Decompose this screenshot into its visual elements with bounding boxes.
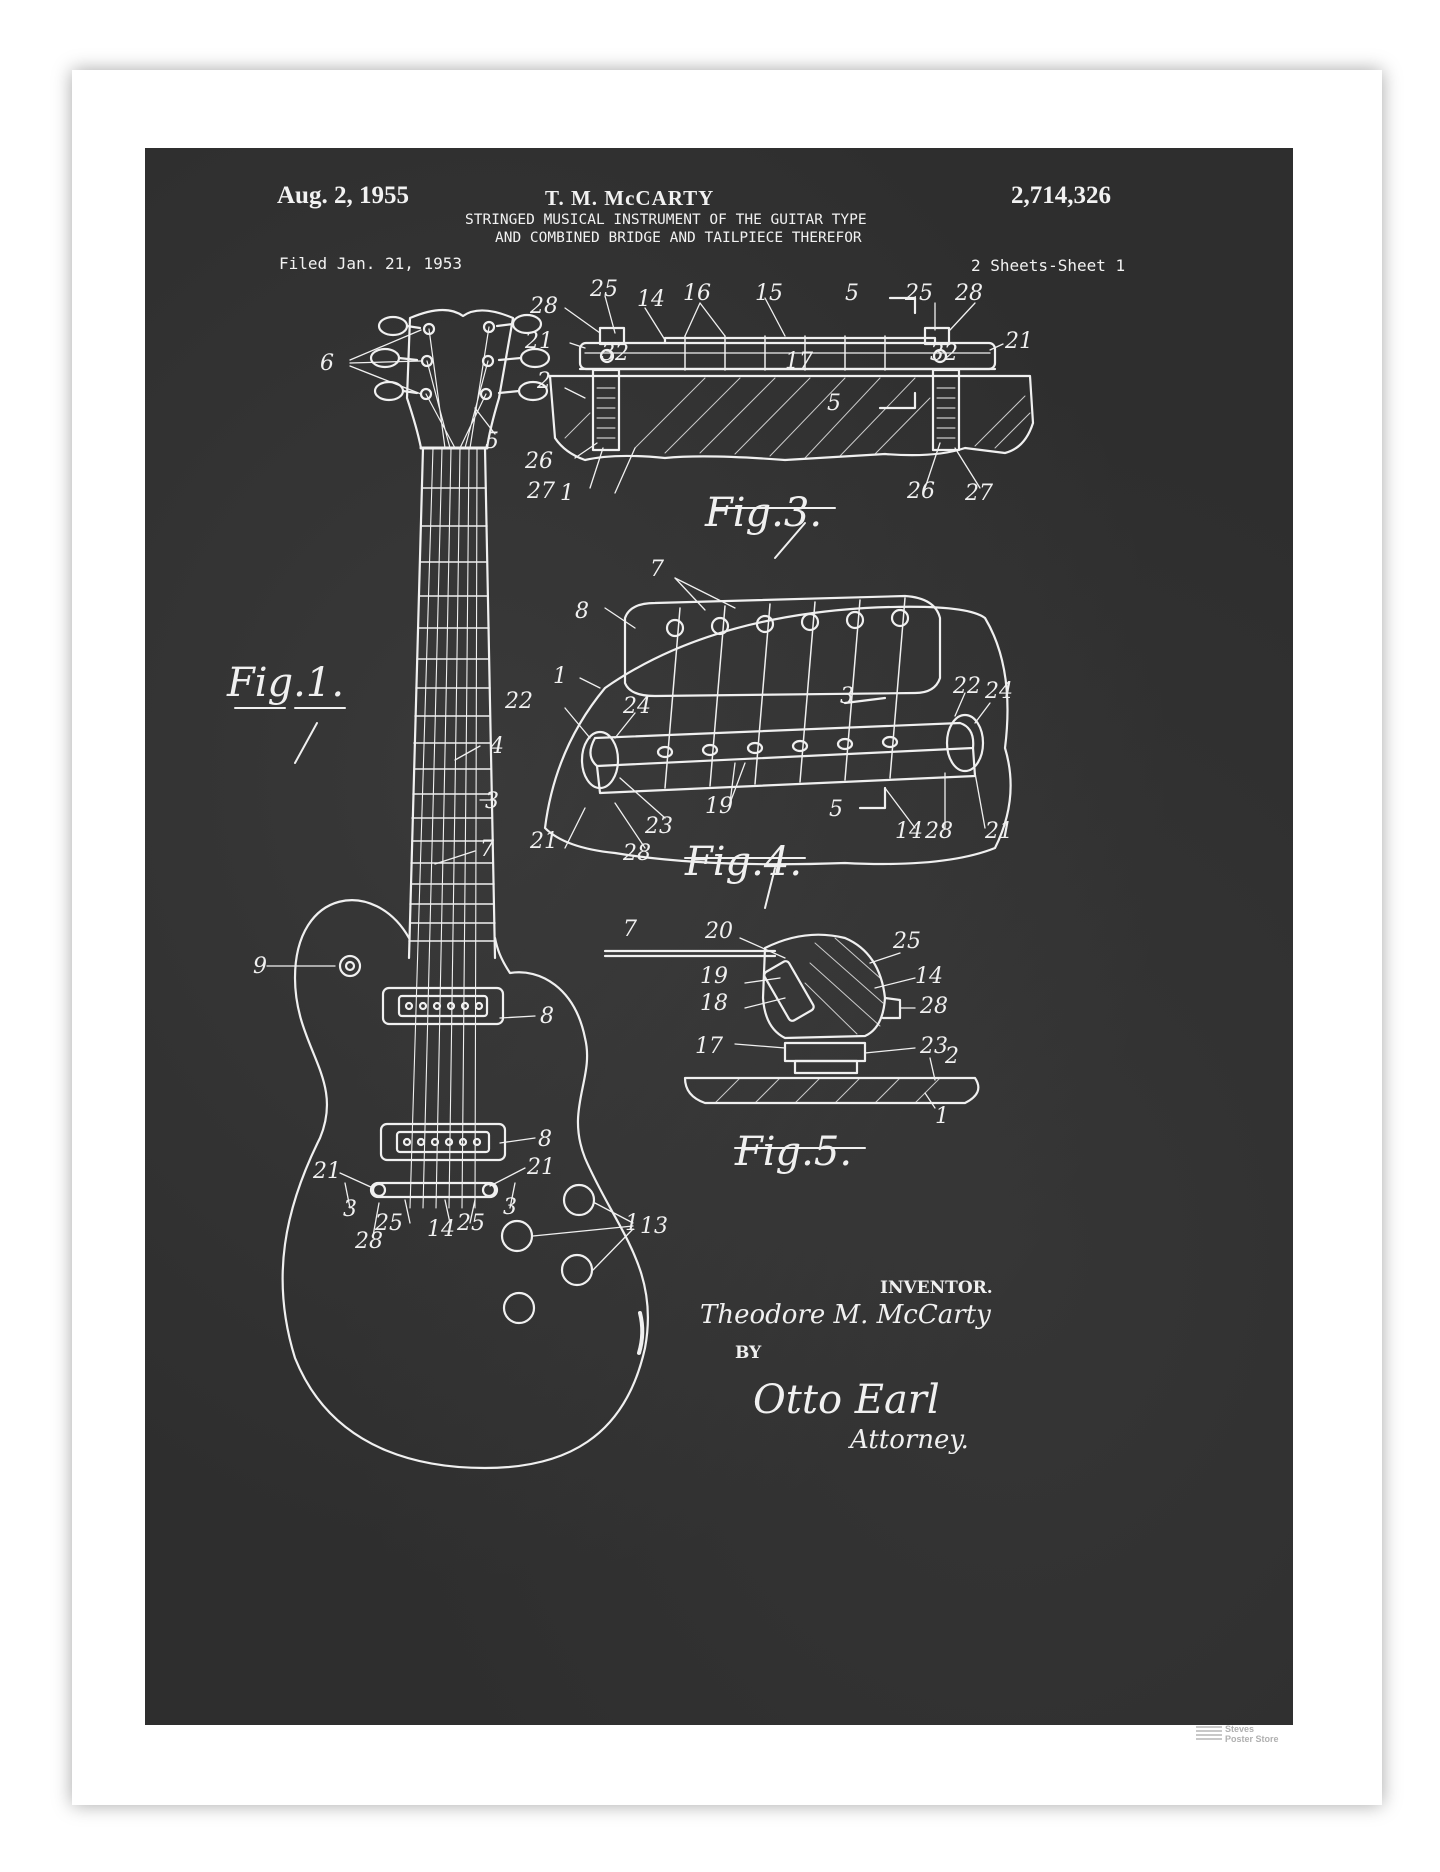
fig3-label: Fig.3. [704,490,822,536]
by-label: BY [735,1343,762,1363]
fig1-ref-numeral: 3 [343,1197,357,1222]
fig3-ref-numeral: 16 [683,281,711,306]
fig1-ref-numeral: 9 [253,954,267,979]
attorney-label: Attorney. [848,1425,969,1455]
fig1-ref-numeral: 3 [485,789,499,814]
fig3-ref-numeral: 1 [560,481,574,506]
attorney-signature: Otto Earl [753,1377,940,1423]
fig4-ref-numeral: 5 [829,797,843,822]
fig3-ref-numeral: 2 [536,369,551,394]
fig3-ref-numeral: 5 [827,391,841,416]
fig1-ref-numeral: 4 [489,734,504,759]
fig4-ref-numeral: 1 [553,664,567,689]
fig5-ref-numeral: 1 [935,1104,949,1129]
fig3-ref-numeral: 27 [526,479,555,504]
fig1-ref-numeral: 1 [625,1211,639,1236]
fig5-ref-numeral: 19 [700,964,728,989]
sheet-count: 2 Sheets-Sheet 1 [971,256,1126,275]
fig3-ref-numeral: 28 [954,281,983,306]
fig4-label: Fig.4. [684,839,802,885]
fig1-ref-numeral: 7 [480,837,494,862]
fig3-ref-numeral: 21 [1004,329,1033,354]
fig4-ref-numeral: 8 [575,599,589,624]
fig4-ref-numeral: 21 [984,819,1013,844]
filed-date: Filed Jan. 21, 1953 [279,254,463,273]
fig5-ref-numeral: 14 [915,964,943,989]
fig1-ref-numeral: 8 [540,1004,554,1029]
fig3-ref-numeral: 26 [906,479,935,504]
inventor-header: T. M. McCARTY [545,186,715,210]
inventor-signature: Theodore M. McCarty [700,1300,991,1330]
guitar-drawing [266,308,650,1470]
fig3-bridge-section [548,295,1035,494]
fig5-ref-numeral: 23 [919,1034,948,1059]
fig1-ref-numeral: 14 [427,1217,455,1242]
fig1-ref-numeral: 25 [456,1211,485,1236]
fig1-ref-numeral: 21 [526,1155,555,1180]
fig4-ref-numeral: 23 [644,814,673,839]
fig3-ref-numeral: 28 [529,294,558,319]
fig4-ref-numeral: 28 [924,819,953,844]
fig3-ref-numeral: 25 [904,281,933,306]
fig5-reference-numerals: 7 20 25 19 14 18 28 17 232 1 [623,917,959,1129]
fig3-ref-numeral: 17 [785,349,813,374]
fig4-ref-numeral: 3 [840,684,854,709]
fig3-ref-numeral: 15 [755,281,783,306]
fig5-ref-numeral: 7 [623,917,637,942]
fig5-ref-numeral: 25 [892,929,921,954]
fig4-bridge-perspective [543,577,1012,866]
fig5-cross-section [603,933,980,1109]
fig1-ref-numeral: 5 [485,429,499,454]
fig3-ref-numeral: 26 [524,449,553,474]
watermark-line2: Poster Store [1225,1734,1279,1744]
patent-title-line1: STRINGED MUSICAL INSTRUMENT OF THE GUITA… [465,212,867,228]
fig4-ref-numeral: 7 [650,557,664,582]
fig1-ref-numeral: 13 [640,1214,668,1239]
watermark-line1: Steves [1225,1724,1255,1734]
fig1-ref-numeral: 8 [538,1127,552,1152]
fig1-label: Fig.1. [226,660,344,706]
fig3-ref-numeral: 5 [845,281,859,306]
patent-number: 2,714,326 [1011,182,1111,209]
fig4-ref-numeral: 21 [529,829,558,854]
fig5-ref-numeral: 28 [919,994,948,1019]
inventor-label: INVENTOR. [880,1278,993,1298]
fig4-ref-numeral: 14 [895,819,923,844]
fig3-ref-numeral: 32 [930,341,958,366]
fig3-ref-numeral: 27 [964,481,993,506]
patent-date: Aug. 2, 1955 [277,182,409,209]
fig4-ref-numeral: 22 [952,674,981,699]
fig3-ref-numeral: 25 [589,277,618,302]
fig3-ref-numeral: 14 [637,287,665,312]
fig3-ref-numeral: 21 [524,329,553,354]
flag-icon [1196,1726,1222,1742]
fig5-ref-numeral: 17 [695,1034,723,1059]
fig5-ref-numeral: 18 [700,991,728,1016]
fig5-ref-numeral: 20 [704,919,733,944]
fig5-ref-numeral: 2 [944,1044,959,1069]
fig4-ref-numeral: 24 [622,694,651,719]
fig5-label: Fig.5. [734,1129,852,1175]
fig1-ref-numeral: 6 [320,351,334,376]
fig4-ref-numeral: 19 [705,794,733,819]
fig4-ref-numeral: 28 [622,841,651,866]
fig3-ref-numeral: 32 [601,341,629,366]
fig4-ref-numeral: 24 [984,679,1013,704]
patent-title-line2: AND COMBINED BRIDGE AND TAILPIECE THEREF… [495,230,862,246]
fig1-ref-numeral: 25 [374,1211,403,1236]
chalkboard-poster: Aug. 2, 1955 T. M. McCARTY 2,714,326 STR… [145,148,1293,1725]
fig1-ref-numeral: 21 [312,1159,341,1184]
fig1-ref-numeral: 28 [354,1229,383,1254]
fig1-ref-numeral: 3 [503,1195,517,1220]
fig4-ref-numeral: 22 [504,689,533,714]
